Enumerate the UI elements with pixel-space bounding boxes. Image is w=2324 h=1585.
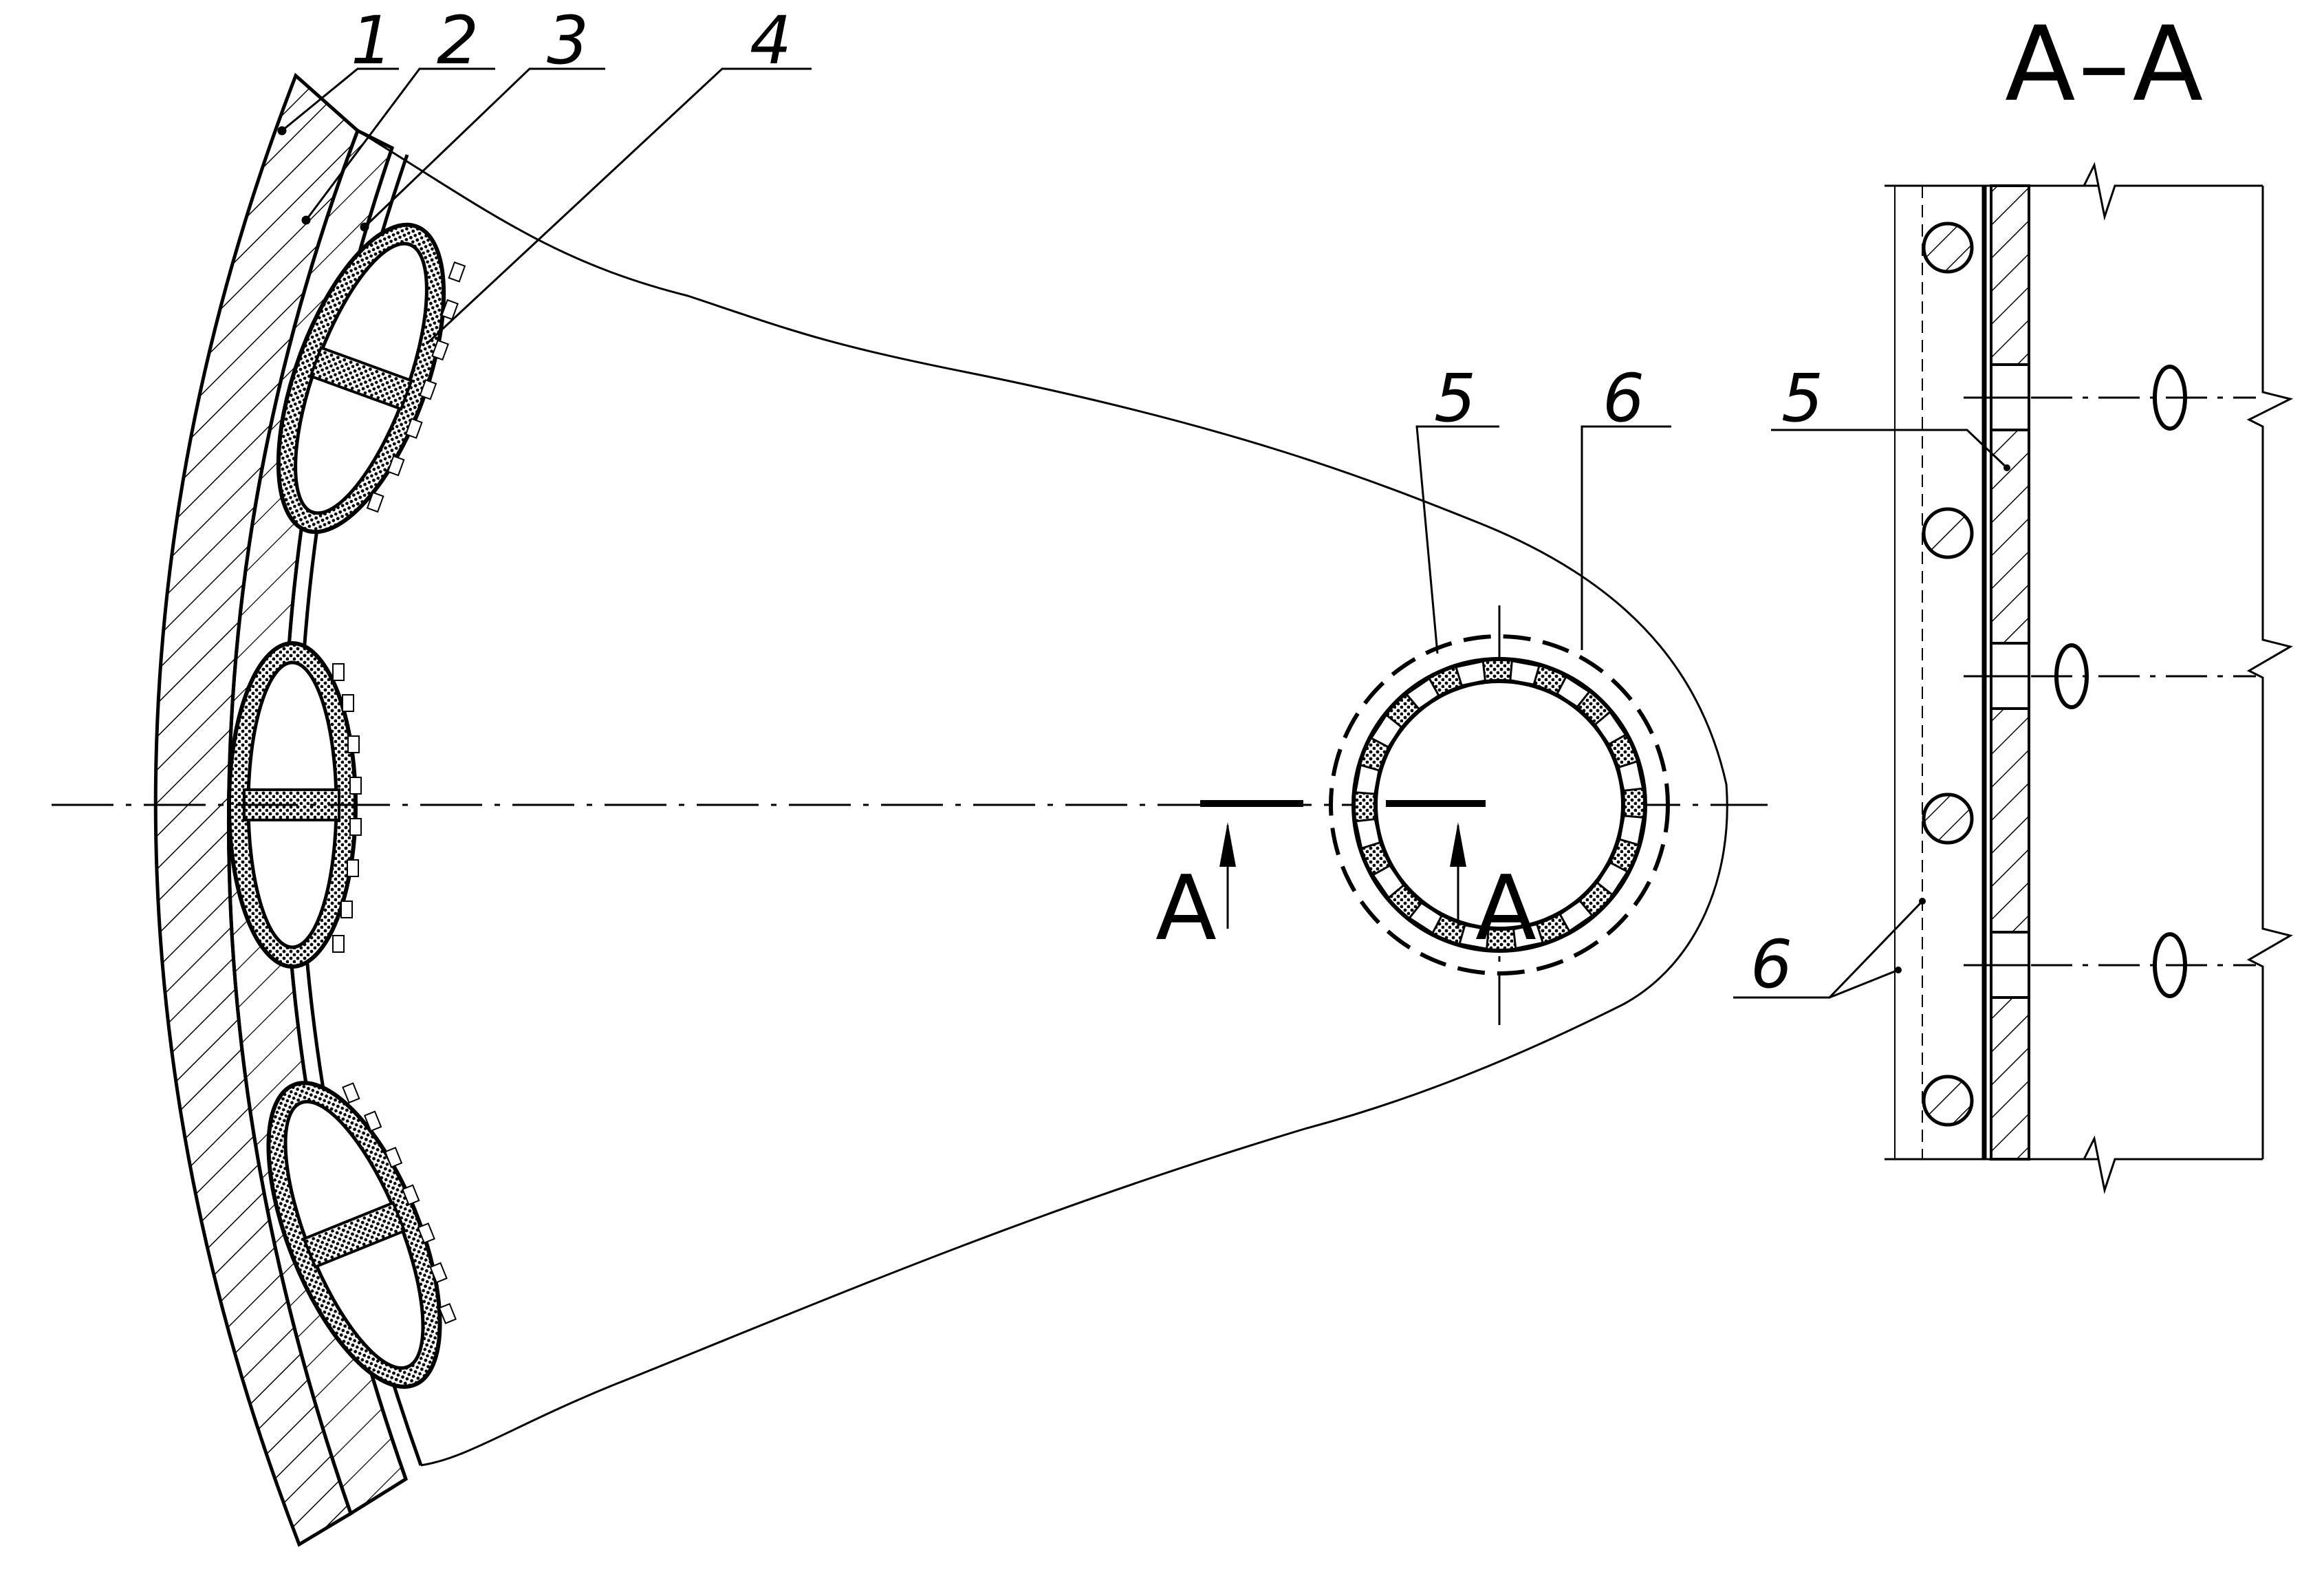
- ring-opening: [1509, 660, 1541, 686]
- ring-opening: [1354, 764, 1380, 795]
- ring-opening: [1454, 660, 1487, 687]
- oval-element-top: [276, 222, 466, 535]
- section-title: A–A: [2005, 5, 2206, 125]
- section-part-label-5: 5: [1781, 360, 1823, 437]
- leader-lines: [277, 67, 1671, 654]
- ring-opening: [1559, 899, 1594, 933]
- ring-opening: [1371, 864, 1405, 900]
- ring-opening: [1594, 710, 1627, 746]
- section-view: [1733, 162, 2294, 1194]
- section-mark-left: A: [1155, 856, 1217, 960]
- ring-opening: [1404, 677, 1440, 711]
- ring-opening: [1512, 923, 1545, 950]
- part-label-3: 3: [547, 2, 589, 79]
- section-part-label-6: 6: [1750, 926, 1792, 1003]
- ring-opening: [1556, 675, 1591, 709]
- outer-contour: [357, 129, 1728, 1467]
- rod-sections: [1922, 222, 1974, 1127]
- ring-opening: [1618, 815, 1644, 846]
- ring-opening: [1617, 759, 1644, 792]
- ring-opening: [1596, 861, 1629, 896]
- ring-opening: [1408, 901, 1443, 935]
- part-label-6: 6: [1603, 360, 1644, 437]
- part-label-4: 4: [750, 2, 792, 79]
- part-label-5: 5: [1434, 360, 1476, 437]
- ring-opening: [1354, 817, 1382, 850]
- section-mark-right: A: [1475, 856, 1536, 960]
- ring-element: [1329, 634, 1670, 975]
- part-label-2: 2: [437, 2, 479, 79]
- ring-opening: [1369, 713, 1403, 748]
- oval-element-bottom: [266, 1081, 457, 1389]
- section-cut-mark: [1200, 800, 1486, 929]
- ring-opening: [1458, 924, 1490, 950]
- part-label-1: 1: [351, 2, 393, 79]
